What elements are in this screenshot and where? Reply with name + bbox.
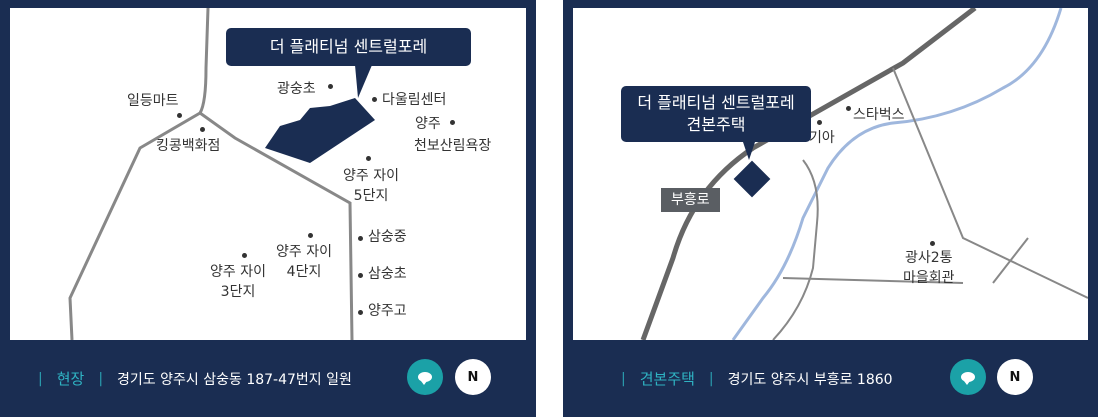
naver-n-icon: N — [1009, 369, 1021, 385]
road-label-buheung: 부흥로 — [661, 188, 720, 212]
separator: | — [708, 370, 714, 387]
callout-pointer — [741, 136, 757, 160]
site-map-roads — [68, 8, 375, 340]
separator: | — [98, 370, 104, 387]
road-village-2 — [992, 237, 1029, 284]
poi-dot — [358, 273, 363, 278]
label-yangju: 양주 — [415, 116, 441, 132]
kakao-map-button[interactable] — [407, 359, 443, 395]
label-starbucks: 스타벅스 — [853, 107, 905, 123]
showroom-marker — [733, 160, 771, 198]
kakao-map-button[interactable] — [950, 359, 986, 395]
poi-dot — [242, 253, 247, 258]
poi-dot — [328, 84, 333, 89]
poi-dot — [366, 156, 371, 161]
showroom-callout: 더 플래티넘 센트럴포레 견본주택 — [621, 86, 811, 142]
label-daul-center: 다울림센터 — [382, 92, 447, 108]
label-xi4: 양주 자이 4단지 — [276, 244, 332, 280]
label-village-hall: 광사2통 마을회관 — [903, 250, 955, 286]
road-village — [782, 277, 964, 284]
chat-bubble-icon — [961, 372, 975, 385]
poi-dot — [450, 120, 455, 125]
poi-dot — [308, 233, 313, 238]
poi-dot — [817, 120, 822, 125]
site-callout: 더 플래티넘 센트럴포레 — [226, 28, 471, 66]
site-map[interactable]: 더 플래티넘 센트럴포레 일등마트 킹콩백화점 광숭초 다울림센터 양주 천보산… — [10, 8, 526, 340]
footer-label: 견본주택 — [639, 370, 695, 388]
label-xi3: 양주 자이 3단지 — [210, 264, 266, 300]
road-side — [772, 159, 819, 340]
separator: | — [621, 370, 626, 387]
separator: | — [38, 370, 43, 387]
site-footer: | 현장 | 경기도 양주시 삼숭동 187-47번지 일원 — [0, 340, 536, 417]
naver-map-button[interactable]: N — [455, 359, 491, 395]
showroom-map-panel: 더 플래티넘 센트럴포레 견본주택 부흥로 스타벅스 기아 광사2통 마을회관 … — [563, 0, 1098, 417]
road-west — [68, 8, 210, 340]
label-ildeung-mart: 일등마트 — [127, 93, 179, 109]
road-east — [199, 111, 354, 340]
callout-pointer — [355, 65, 372, 98]
label-cheonbo-bath: 천보산림욕장 — [414, 138, 492, 154]
poi-dot — [846, 106, 851, 111]
road-east — [892, 67, 1088, 299]
label-samsung-middle: 삼숭중 — [368, 229, 407, 245]
naver-n-icon: N — [467, 369, 479, 385]
label-kingkong: 킹콩백화점 — [156, 138, 221, 154]
river — [731, 8, 1063, 340]
poi-dot — [930, 241, 935, 246]
label-samsung-elem: 삼숭초 — [368, 266, 407, 282]
naver-map-button[interactable]: N — [997, 359, 1033, 395]
footer-label: 현장 — [56, 370, 85, 388]
site-parcel — [265, 98, 375, 163]
poi-dot — [177, 113, 182, 118]
poi-dot — [372, 97, 377, 102]
poi-dot — [358, 236, 363, 241]
chat-bubble-icon — [418, 372, 432, 385]
label-gwangsung-elem: 광숭초 — [277, 81, 316, 97]
showroom-map[interactable]: 더 플래티넘 센트럴포레 견본주택 부흥로 스타벅스 기아 광사2통 마을회관 — [573, 8, 1088, 340]
footer-address: 경기도 양주시 삼숭동 187-47번지 일원 — [117, 371, 352, 388]
site-map-panel: 더 플래티넘 센트럴포레 일등마트 킹콩백화점 광숭초 다울림센터 양주 천보산… — [0, 0, 536, 417]
showroom-footer: | 견본주택 | 경기도 양주시 부흥로 1860 — [563, 340, 1098, 417]
label-kia: 기아 — [809, 130, 835, 146]
showroom-map-roads — [640, 8, 1088, 340]
label-xi5: 양주 자이 5단지 — [343, 168, 399, 204]
poi-dot — [358, 310, 363, 315]
poi-dot — [200, 127, 205, 132]
footer-address: 경기도 양주시 부흥로 1860 — [727, 371, 893, 388]
road-buheung — [640, 8, 977, 340]
label-yangju-high: 양주고 — [368, 303, 407, 319]
